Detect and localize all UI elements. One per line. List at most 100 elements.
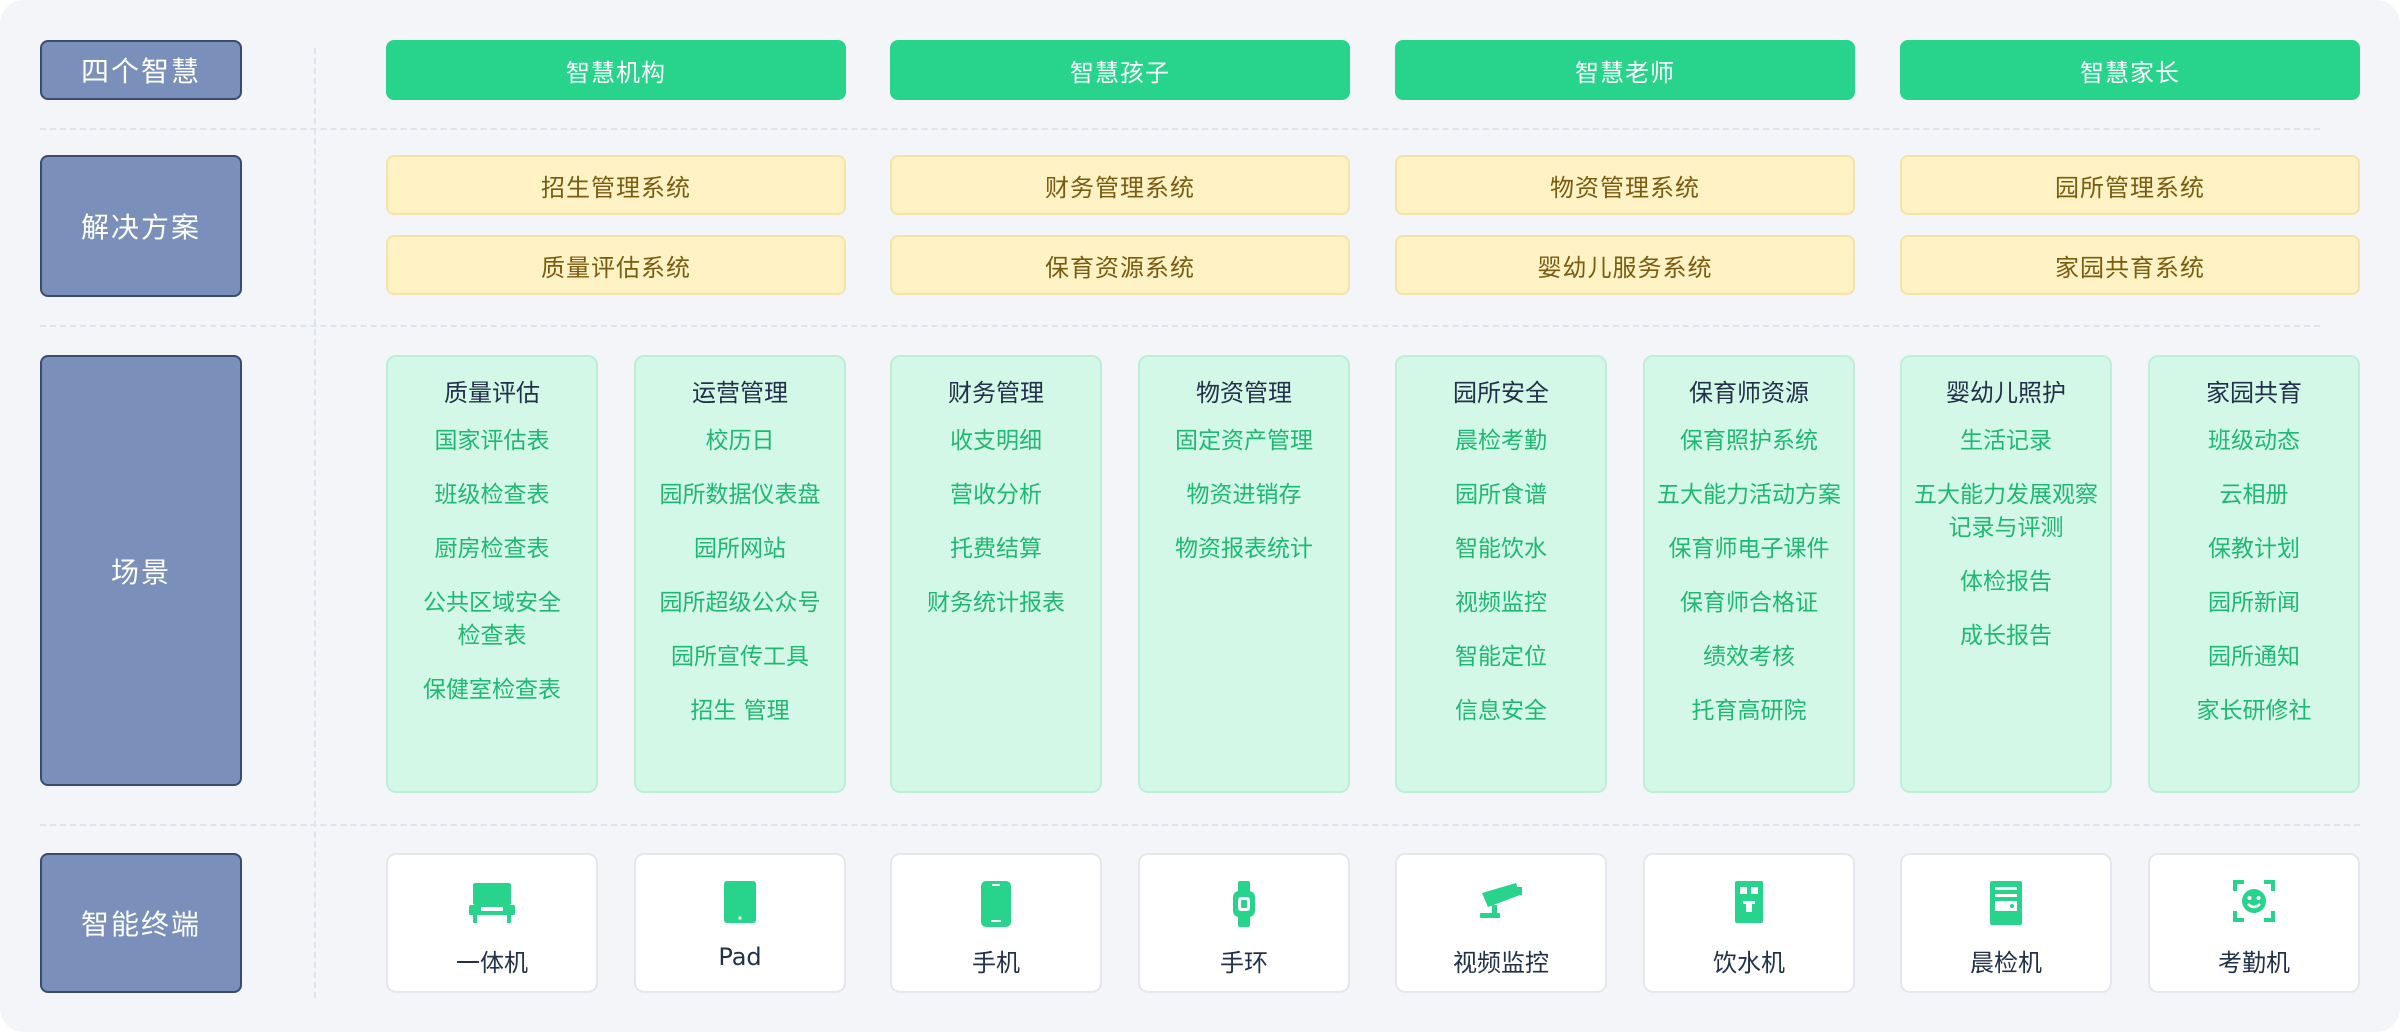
phone-icon	[981, 881, 1011, 927]
device-cctv: 视频监控	[1395, 853, 1607, 993]
scene-item: 国家评估表	[434, 428, 550, 454]
scene-item: 财务统计报表	[927, 590, 1065, 616]
scene-item: 云相册	[2219, 482, 2289, 508]
wisdom-teachers: 智慧老师	[1395, 40, 1855, 100]
scene-item-list: 国家评估表班级检查表厨房检查表公共区域安全 检查表保健室检查表	[388, 425, 596, 707]
tablet-icon	[724, 881, 756, 923]
device-label: 视频监控	[1453, 949, 1549, 977]
device-health-check: 晨检机	[1900, 853, 2112, 993]
scene-item: 园所数据仪表盘	[659, 482, 821, 508]
solution-home-school: 家园共育系统	[1900, 235, 2360, 295]
device-all-in-one: 一体机	[386, 853, 598, 993]
health-check-machine-icon	[1990, 881, 2022, 925]
scene-item: 园所超级公众号	[659, 590, 821, 616]
scene-item: 园所新闻	[2208, 590, 2300, 616]
scene-item-list: 校历日园所数据仪表盘园所网站园所超级公众号园所宣传工具招生 管理	[636, 425, 844, 728]
scene-item: 晨检考勤	[1455, 428, 1547, 454]
device-label: 手环	[1220, 949, 1268, 977]
scene-title: 婴幼儿照护	[1946, 379, 2066, 407]
device-label: 一体机	[456, 949, 528, 977]
row-label-terminals: 智能终端	[40, 853, 242, 993]
solution-kindergarten: 园所管理系统	[1900, 155, 2360, 215]
scene-item-list: 生活记录五大能力发展观察 记录与评测体检报告成长报告	[1902, 425, 2110, 653]
scene-column: 保育师资源保育照护系统五大能力活动方案保育师电子课件保育师合格证绩效考核托育高研…	[1643, 355, 1855, 793]
scene-item: 园所网站	[694, 536, 786, 562]
solution-quality: 质量评估系统	[386, 235, 846, 295]
device-label: 饮水机	[1713, 949, 1785, 977]
scene-item: 五大能力发展观察 记录与评测	[1914, 482, 2098, 541]
all-in-one-icon	[469, 883, 515, 923]
row-label-solutions: 解决方案	[40, 155, 242, 297]
scene-item: 班级检查表	[434, 482, 550, 508]
wisdom-institution: 智慧机构	[386, 40, 846, 100]
scene-title: 保育师资源	[1689, 379, 1809, 407]
scene-item: 固定资产管理	[1175, 428, 1313, 454]
scene-item: 保教计划	[2208, 536, 2300, 562]
scene-item: 物资报表统计	[1175, 536, 1313, 562]
device-phone: 手机	[890, 853, 1102, 993]
solution-enrollment: 招生管理系统	[386, 155, 846, 215]
scene-item: 保育师合格证	[1680, 590, 1818, 616]
scene-item: 智能饮水	[1455, 536, 1547, 562]
scene-item: 家长研修社	[2196, 698, 2312, 724]
cctv-camera-icon	[1480, 883, 1522, 918]
scene-item: 班级动态	[2208, 428, 2300, 454]
scene-item: 绩效考核	[1703, 644, 1795, 670]
scene-item: 视频监控	[1455, 590, 1547, 616]
scene-item: 信息安全	[1455, 698, 1547, 724]
row-divider	[40, 824, 2360, 826]
scene-column: 婴幼儿照护生活记录五大能力发展观察 记录与评测体检报告成长报告	[1900, 355, 2112, 793]
row-divider	[40, 325, 2320, 327]
scene-item: 营收分析	[950, 482, 1042, 508]
scene-item: 公共区域安全 检查表	[423, 590, 561, 649]
device-water-dispenser: 饮水机	[1643, 853, 1855, 993]
scene-item: 保健室检查表	[423, 677, 561, 703]
row-divider	[40, 128, 2320, 130]
scene-item-list: 保育照护系统五大能力活动方案保育师电子课件保育师合格证绩效考核托育高研院	[1645, 425, 1853, 728]
device-wristband: 手环	[1138, 853, 1350, 993]
scene-item: 成长报告	[1960, 623, 2052, 649]
scene-column: 物资管理固定资产管理物资进销存物资报表统计	[1138, 355, 1350, 793]
scene-item-list: 晨检考勤园所食谱智能饮水视频监控智能定位信息安全	[1397, 425, 1605, 728]
row-label-four-wisdom: 四个智慧	[40, 40, 242, 100]
wristband-icon	[1233, 881, 1255, 927]
scene-title: 园所安全	[1453, 379, 1549, 407]
scene-column: 质量评估国家评估表班级检查表厨房检查表公共区域安全 检查表保健室检查表	[386, 355, 598, 793]
device-label: Pad	[718, 943, 762, 971]
face-attendance-icon	[2233, 880, 2275, 922]
water-dispenser-icon	[1735, 881, 1763, 923]
scene-item: 保育照护系统	[1680, 428, 1818, 454]
scene-item: 托费结算	[950, 536, 1042, 562]
scene-column: 财务管理收支明细营收分析托费结算财务统计报表	[890, 355, 1102, 793]
wisdom-parents: 智慧家长	[1900, 40, 2360, 100]
solution-finance: 财务管理系统	[890, 155, 1350, 215]
device-label: 考勤机	[2218, 949, 2290, 977]
solution-childcare-resources: 保育资源系统	[890, 235, 1350, 295]
scene-title: 运营管理	[692, 379, 788, 407]
scene-item: 保育师电子课件	[1668, 536, 1830, 562]
scene-item: 物资进销存	[1186, 482, 1302, 508]
scene-item: 体检报告	[1960, 569, 2052, 595]
device-label: 手机	[972, 949, 1020, 977]
wisdom-children: 智慧孩子	[890, 40, 1350, 100]
scene-item: 招生 管理	[690, 698, 790, 724]
scene-item-list: 收支明细营收分析托费结算财务统计报表	[892, 425, 1100, 620]
scene-item: 生活记录	[1960, 428, 2052, 454]
device-label: 晨检机	[1970, 949, 2042, 977]
solution-infant-services: 婴幼儿服务系统	[1395, 235, 1855, 295]
scene-item: 托育高研院	[1691, 698, 1807, 724]
scene-title: 家园共育	[2206, 379, 2302, 407]
scene-item: 园所食谱	[1455, 482, 1547, 508]
scene-item: 校历日	[705, 428, 775, 454]
scene-item: 园所宣传工具	[671, 644, 809, 670]
scene-column: 运营管理校历日园所数据仪表盘园所网站园所超级公众号园所宣传工具招生 管理	[634, 355, 846, 793]
scene-item: 五大能力活动方案	[1657, 482, 1841, 508]
row-label-scenes: 场景	[40, 355, 242, 786]
vertical-divider	[314, 48, 316, 998]
scene-column: 家园共育班级动态云相册保教计划园所新闻园所通知家长研修社	[2148, 355, 2360, 793]
scene-item: 智能定位	[1455, 644, 1547, 670]
scene-item: 收支明细	[950, 428, 1042, 454]
scene-title: 财务管理	[948, 379, 1044, 407]
solution-materials: 物资管理系统	[1395, 155, 1855, 215]
